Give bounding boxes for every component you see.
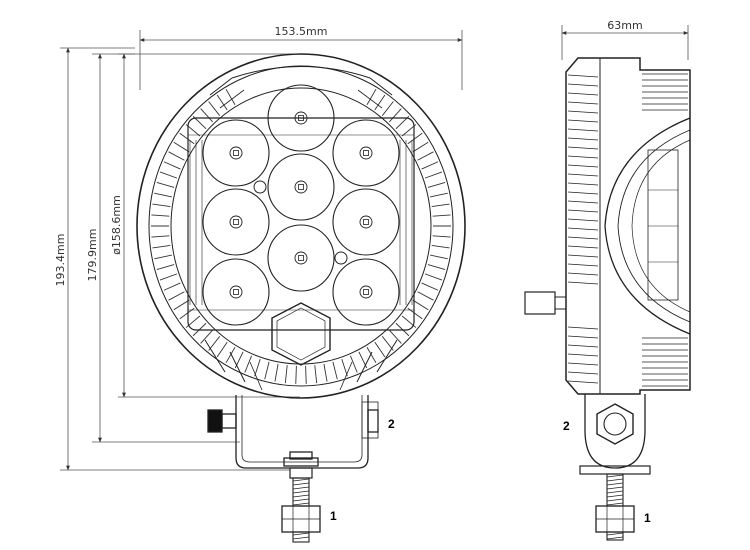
side-housing — [565, 57, 691, 395]
height-bracket-label: 179.9mm — [86, 229, 99, 282]
led-array — [202, 84, 400, 326]
side-dimensions — [561, 25, 689, 60]
width-label: 153.5mm — [275, 25, 328, 38]
lens-frame — [187, 117, 415, 331]
side-connector — [524, 291, 556, 315]
front-mounting-bolt — [281, 467, 321, 543]
depth-label: 63mm — [607, 19, 642, 32]
side-view — [524, 57, 691, 395]
height-total-label: 193.4mm — [54, 234, 67, 287]
hex-badge — [271, 302, 331, 366]
callout-front-bracket: 2 — [388, 417, 395, 431]
led-cup — [202, 188, 270, 256]
bottom-spokes — [204, 339, 398, 383]
led-cup — [267, 84, 335, 152]
front-bracket — [207, 395, 379, 469]
callout-side-bolt: 1 — [644, 511, 651, 525]
bracket-nut-left — [207, 409, 223, 433]
led-cup — [332, 119, 400, 187]
front-dimensions — [60, 30, 463, 471]
led-cup — [202, 258, 270, 326]
front-view — [136, 53, 466, 399]
side-bracket — [579, 394, 651, 475]
callout-side-bracket: 2 — [563, 419, 570, 433]
top-crown — [231, 66, 371, 79]
u-bracket — [235, 395, 369, 469]
led-cup — [332, 188, 400, 256]
outer-housing — [136, 53, 466, 399]
marker-dot-right — [334, 251, 348, 265]
led-cup — [267, 224, 335, 292]
led-cup — [332, 258, 400, 326]
led-cup — [202, 119, 270, 187]
led-cup — [267, 153, 335, 221]
side-grille-right — [399, 140, 413, 305]
side-bolt-thread — [606, 473, 624, 541]
marker-dot-left — [253, 180, 267, 194]
bolt-thread — [292, 477, 310, 543]
bracket-nut-right — [367, 409, 379, 433]
side-bracket-hex-nut — [596, 403, 634, 445]
side-fins-right — [642, 73, 688, 387]
side-fins-left — [567, 74, 599, 384]
callout-front-bolt: 1 — [330, 509, 337, 523]
side-grille-left — [189, 140, 203, 305]
side-lens-arc — [604, 117, 691, 335]
side-mounting-bolt — [595, 473, 635, 541]
diameter-label: ø158.6mm — [110, 195, 123, 255]
